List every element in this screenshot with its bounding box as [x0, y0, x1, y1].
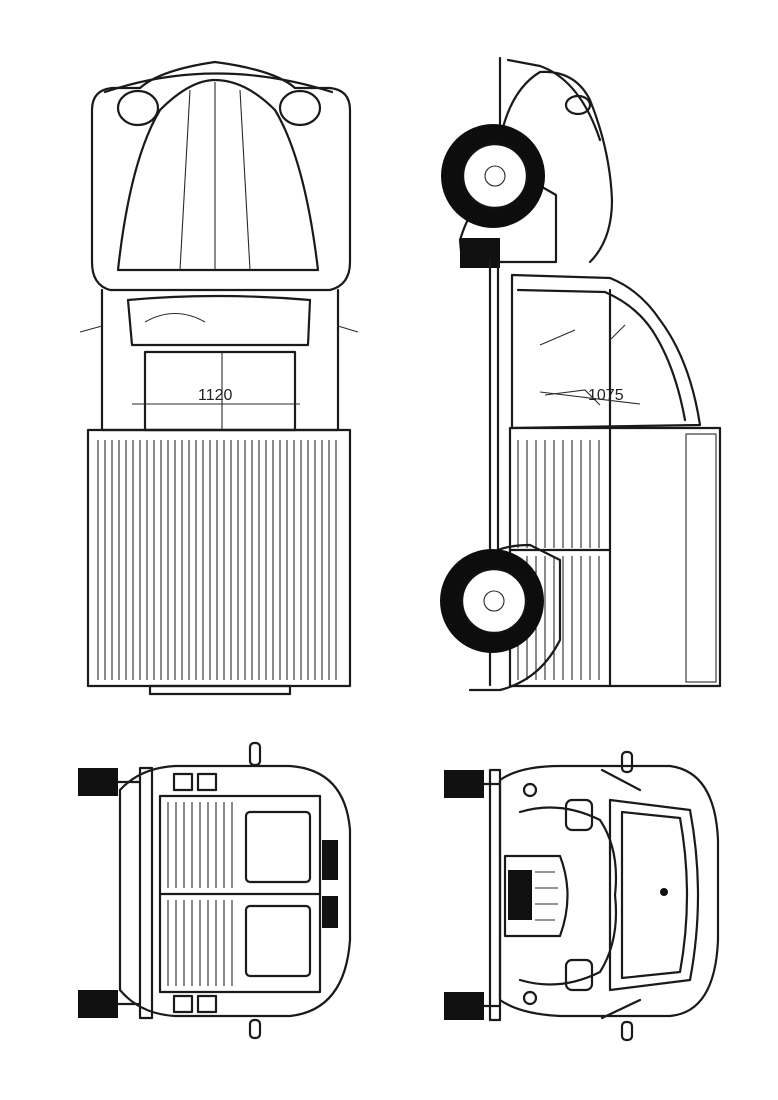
rear-exhaust-top [248, 741, 262, 767]
side-steering-sketch [539, 324, 626, 406]
front-headlight-bottom [522, 990, 538, 1006]
top-mirrors [79, 325, 359, 333]
top-cab-sides [100, 288, 340, 432]
top-wiper [144, 313, 206, 323]
side-front-bumper [460, 238, 500, 268]
front-wheel-top [444, 770, 484, 798]
side-bonnet [498, 56, 614, 264]
top-windscreen [126, 294, 312, 347]
rear-door-ribs [167, 802, 233, 986]
top-bonnet-ribs [179, 82, 251, 271]
top-cargo-ribs [97, 440, 337, 680]
top-bonnet [116, 78, 320, 272]
rear-view [78, 741, 352, 1040]
rear-window-upper [244, 810, 312, 884]
front-grille [503, 854, 569, 938]
front-wiper-arms [600, 768, 642, 1020]
rear-wheel-top [78, 768, 118, 796]
side-rear-wheel [440, 549, 544, 653]
front-mirror-bottom [564, 958, 594, 992]
front-windscreen-glass [620, 810, 689, 980]
rear-exhaust-bottom [248, 1018, 262, 1040]
height-dimension-label: 1075 [588, 387, 624, 404]
rear-body-outline [118, 764, 352, 1018]
top-cargo-box [86, 428, 352, 688]
front-grille-dark [508, 870, 532, 920]
top-front-fenders [90, 60, 352, 292]
rear-light-upper [322, 840, 338, 880]
top-view [79, 60, 359, 696]
front-body-outline [498, 764, 720, 1018]
rear-light-lower [322, 896, 338, 928]
side-cargo-rear-panel [685, 433, 717, 683]
front-wheel-bottom [444, 992, 484, 1020]
front-headlight-top [522, 782, 538, 798]
front-bonnet [518, 806, 618, 986]
rear-bumper [138, 766, 154, 1020]
top-headlight-left [116, 89, 160, 127]
rear-window-lower [244, 904, 312, 978]
side-headlight [564, 94, 592, 116]
top-headlight-right [278, 89, 322, 127]
front-mirror-top [564, 798, 594, 832]
width-dimension-label: 1120 [198, 387, 233, 404]
side-front-wheel [441, 124, 545, 228]
side-cab [510, 273, 702, 430]
side-cargo-box [508, 426, 722, 688]
side-view [440, 56, 722, 692]
front-bumper [488, 768, 502, 1022]
top-rear-bumper [148, 684, 292, 696]
front-windscreen [608, 798, 700, 992]
front-view [444, 750, 720, 1042]
rear-wheel-bottom [78, 990, 118, 1018]
top-bumper [103, 72, 334, 94]
side-bonnet-top [506, 58, 602, 142]
side-door-window [516, 288, 687, 422]
height-dimension-line [539, 391, 641, 405]
